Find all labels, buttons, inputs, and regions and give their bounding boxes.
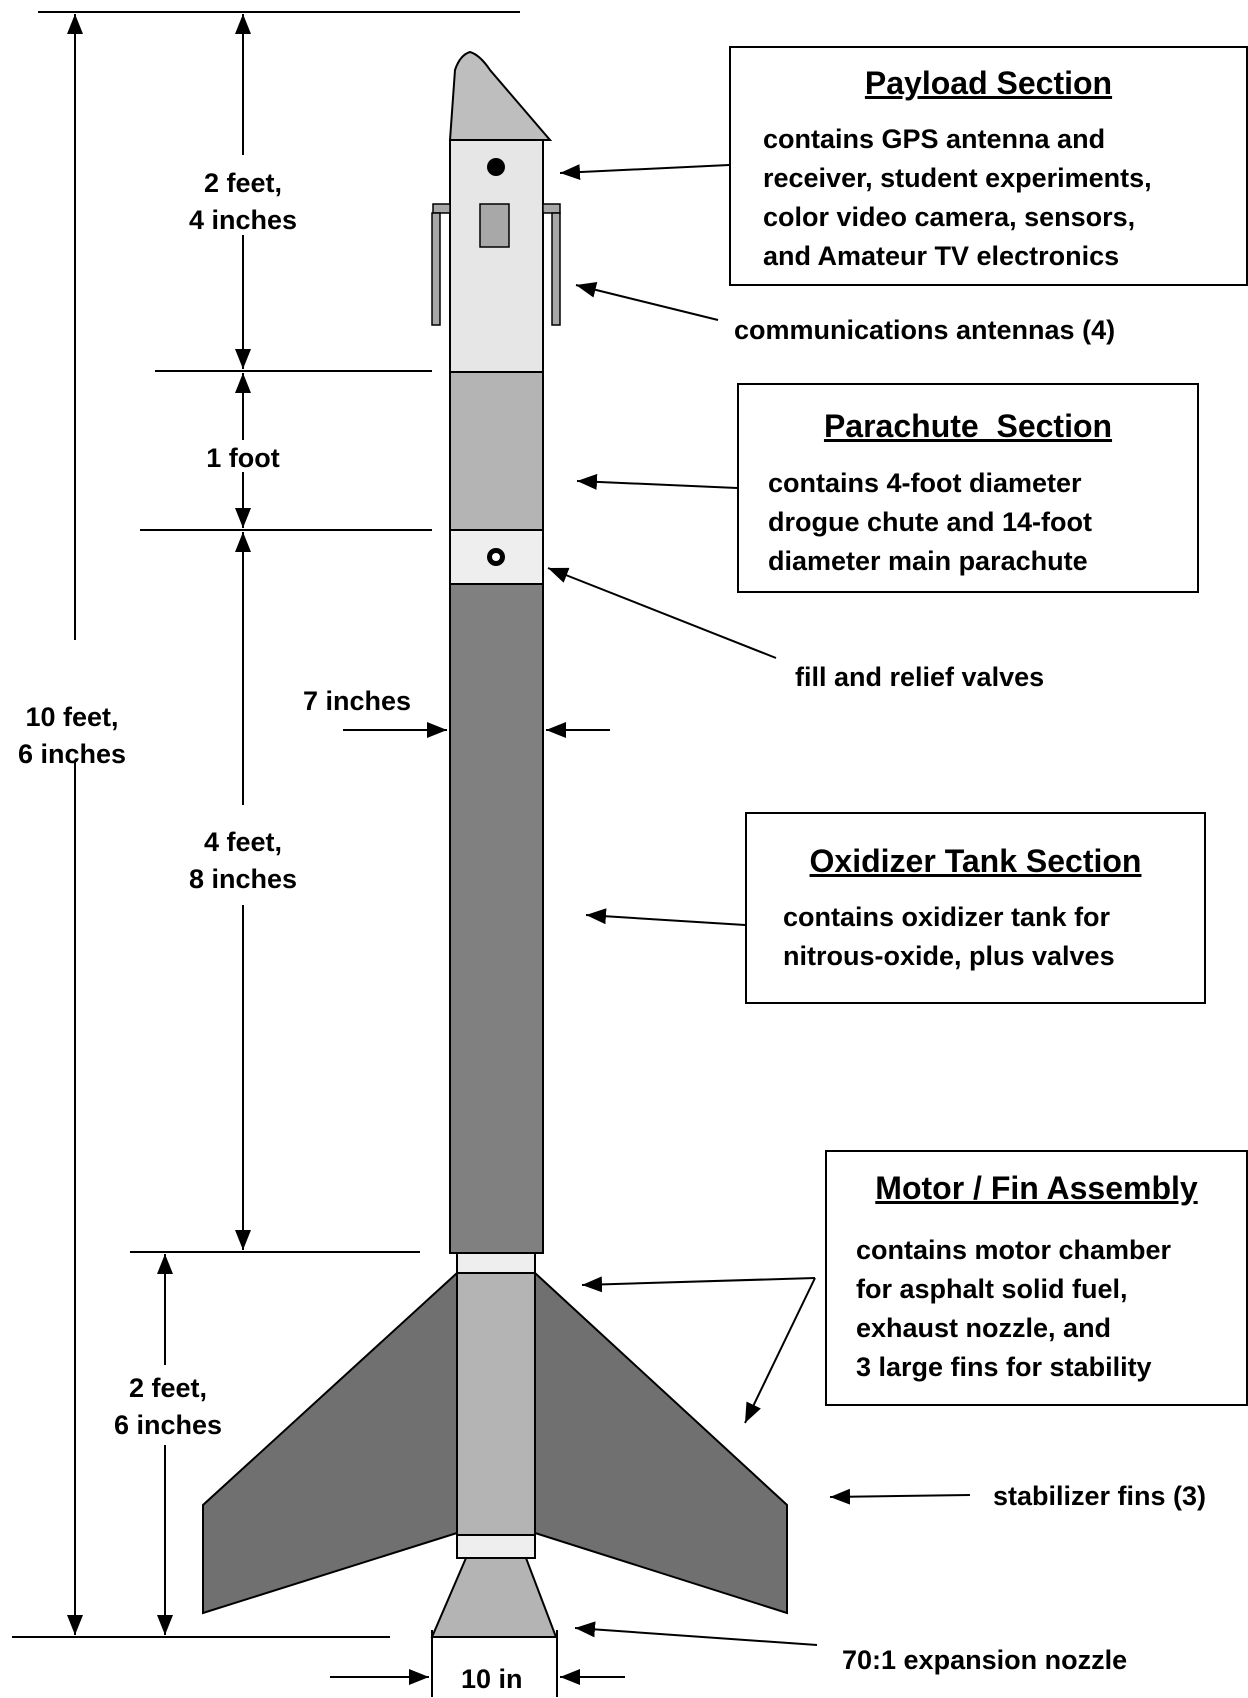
- motor-length-line-2: 6 inches: [113, 1410, 223, 1440]
- payload-line-3: color video camera, sensors,: [763, 202, 1136, 232]
- fin-right: [534, 1270, 788, 1615]
- parachute-line-2: drogue chute and 14-foot: [768, 507, 1092, 537]
- parachute-section-box: Parachute Section contains 4-foot diamet…: [737, 383, 1199, 593]
- fin-span-label: 10 in: [461, 1664, 523, 1694]
- motor-band-bottom: [456, 1534, 536, 1559]
- oxidizer-section-box: Oxidizer Tank Section contains oxidizer …: [745, 812, 1206, 1004]
- antenna-right: [542, 203, 561, 326]
- antenna-left: [431, 203, 451, 326]
- oxidizer-line-1: contains oxidizer tank for: [783, 902, 1111, 932]
- payload-section-title: Payload Section: [864, 65, 1113, 101]
- motor-band-top: [456, 1252, 536, 1274]
- valves-callout: fill and relief valves: [795, 662, 1045, 692]
- fins-callout: stabilizer fins (3): [993, 1481, 1207, 1511]
- payload-line-2: receiver, student experiments,: [763, 163, 1152, 193]
- oxidizer-line-2: nitrous-oxide, plus valves: [783, 941, 1115, 971]
- payload-section-body: [449, 139, 544, 373]
- payload-section-box: Payload Section contains GPS antenna and…: [729, 46, 1248, 286]
- oxidizer-section-title: Oxidizer Tank Section: [809, 843, 1142, 879]
- parachute-section-title: Parachute Section: [823, 408, 1113, 444]
- motor-section-description: contains motor chamber for asphalt solid…: [856, 1231, 1171, 1387]
- oxidizer-tank-body: [449, 583, 544, 1254]
- motor-length-label: 2 feet, 6 inches: [100, 1370, 236, 1444]
- parachute-section-body: [449, 371, 544, 531]
- motor-section-title: Motor / Fin Assembly: [875, 1170, 1198, 1206]
- tank-length-label: 4 feet, 8 inches: [175, 824, 311, 898]
- fin-left: [202, 1270, 458, 1615]
- tank-length-line-1: 4 feet,: [203, 827, 283, 857]
- tank-length-line-2: 8 inches: [188, 864, 298, 894]
- motor-line-1: contains motor chamber: [856, 1235, 1172, 1265]
- payload-port: [487, 158, 505, 176]
- payload-line-4: and Amateur TV electronics: [763, 241, 1120, 271]
- rocket: [202, 50, 788, 1638]
- total-length-line-2: 6 inches: [17, 739, 127, 769]
- parachute-line-3: diameter main parachute: [768, 546, 1088, 576]
- dimension-lines: [12, 11, 625, 1697]
- body-diameter-label: 7 inches: [303, 686, 412, 716]
- parachute-section-description: contains 4-foot diameter drogue chute an…: [768, 464, 1092, 581]
- parachute-length-label: 1 foot: [206, 443, 280, 473]
- motor-line-4: 3 large fins for stability: [856, 1352, 1152, 1382]
- motor-section-body: [456, 1272, 536, 1536]
- motor-line-2: for asphalt solid fuel,: [856, 1274, 1128, 1304]
- payload-length-label: 2 feet, 4 inches: [175, 165, 311, 239]
- parachute-line-1: contains 4-foot diameter: [768, 468, 1082, 498]
- payload-length-line-1: 2 feet,: [203, 168, 283, 198]
- oxidizer-section-description: contains oxidizer tank for nitrous-oxide…: [783, 898, 1115, 976]
- payload-line-1: contains GPS antenna and: [763, 124, 1106, 154]
- nose-cone: [448, 50, 553, 141]
- antennas-callout: communications antennas (4): [734, 315, 1116, 345]
- payload-length-line-2: 4 inches: [188, 205, 298, 235]
- expansion-nozzle: [430, 1557, 558, 1638]
- motor-section-box: Motor / Fin Assembly contains motor cham…: [825, 1150, 1248, 1406]
- total-length-label: 10 feet, 6 inches: [8, 699, 136, 773]
- motor-length-line-1: 2 feet,: [128, 1373, 208, 1403]
- payload-section-description: contains GPS antenna and receiver, stude…: [763, 120, 1152, 276]
- nozzle-callout: 70:1 expansion nozzle: [842, 1645, 1128, 1675]
- motor-line-3: exhaust nozzle, and: [856, 1313, 1112, 1343]
- total-length-line-1: 10 feet,: [25, 702, 119, 732]
- camera-window: [479, 203, 510, 248]
- callout-pointers: [547, 164, 971, 1646]
